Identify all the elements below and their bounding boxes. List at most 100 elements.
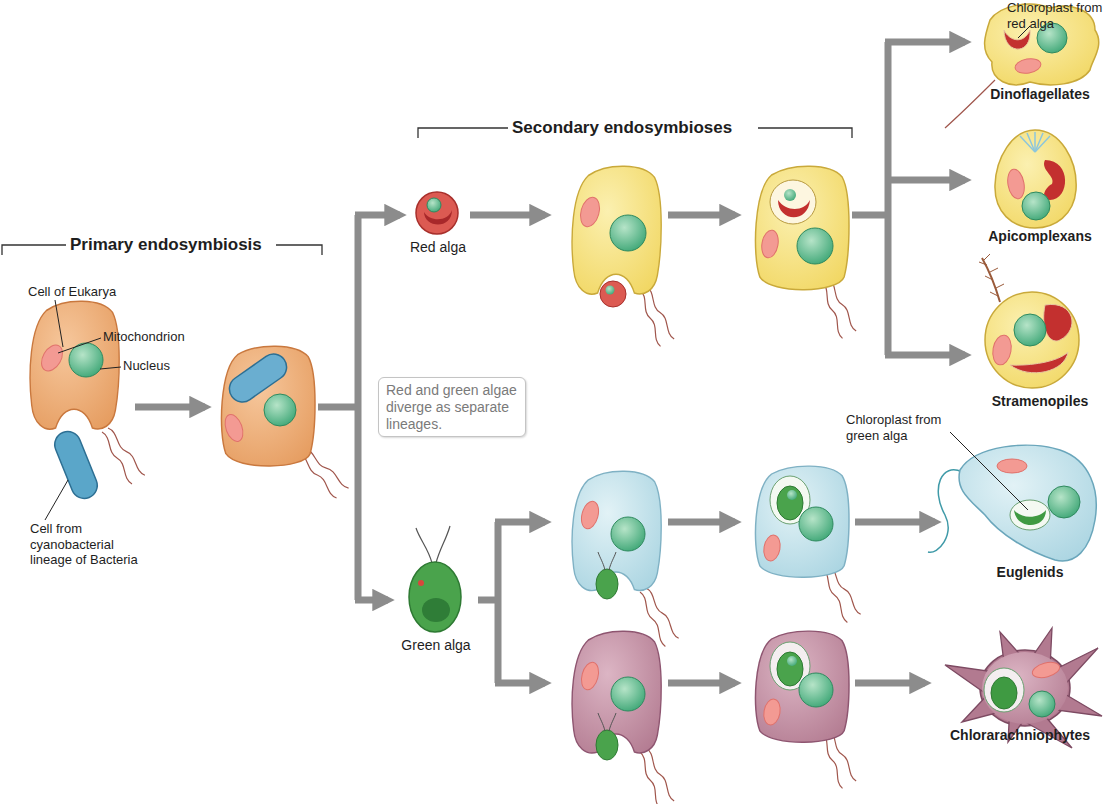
chlorarachniophyte-cell — [1029, 691, 1055, 717]
chlorarachniophyte-cell — [984, 668, 1024, 712]
chlorarachniophyte-cell — [980, 650, 1070, 726]
section-bracket — [758, 128, 852, 138]
callout-label: Chloroplast from green alga — [846, 412, 956, 443]
host-cell — [777, 486, 803, 520]
apicomplexan-cell — [1027, 133, 1035, 152]
host-cell — [799, 507, 833, 541]
dinoflagellate-cell — [1014, 57, 1042, 75]
flow-arrow — [855, 519, 935, 526]
host-cell — [638, 289, 662, 347]
apicomplexan-cell — [1035, 136, 1050, 152]
apicomplexan-cell — [1044, 160, 1065, 200]
euglenid-cell — [1010, 500, 1050, 530]
red-alga-cell — [416, 192, 458, 234]
stramenopile-cell — [979, 254, 1079, 388]
host-cell — [598, 713, 616, 731]
green-alga-cell — [409, 562, 461, 632]
eukaryote-cell — [69, 343, 103, 377]
green-alga-cell — [418, 580, 424, 586]
section-heading: Primary endosymbiosis — [70, 235, 262, 255]
host-cell — [577, 195, 602, 229]
host-cell — [579, 660, 602, 691]
stramenopile-cell — [1010, 352, 1068, 373]
leader-line — [100, 367, 121, 369]
host-cell — [598, 552, 616, 570]
euglenid-cell — [928, 470, 962, 552]
host-cell — [572, 166, 661, 294]
flow-arrow — [668, 680, 735, 687]
host-cell — [572, 471, 680, 647]
flow-arrow — [495, 522, 502, 683]
flow-arrow — [355, 597, 388, 604]
host-cell — [644, 747, 675, 802]
chlorarachniophyte-cell — [982, 652, 1068, 724]
organism-name: Chlorarachniophytes — [950, 727, 1090, 744]
flow-arrow — [495, 519, 545, 526]
host-cell — [596, 730, 618, 760]
host-cell — [755, 631, 857, 789]
organism-node: Chlorarachniophytes — [930, 620, 1110, 744]
host-cell — [572, 471, 661, 590]
host-cell — [799, 673, 833, 707]
flow-arrow — [885, 42, 892, 355]
host-cell — [600, 281, 626, 307]
note-text: Red and green algae diverge as separate … — [386, 382, 518, 432]
flow-arrow — [885, 39, 965, 46]
flow-arrow — [355, 215, 362, 600]
stramenopile-cell — [984, 254, 990, 260]
host-cell — [579, 499, 602, 530]
eukaryote-cell — [37, 341, 67, 374]
chlorarachniophyte-cell — [991, 677, 1017, 709]
leader-line — [58, 338, 101, 353]
eukaryote-cell — [221, 346, 349, 499]
euglenid-cell — [1048, 486, 1080, 518]
stramenopile-cell — [991, 334, 1014, 367]
section-bracket — [418, 128, 508, 138]
stramenopile-cell — [1044, 304, 1072, 341]
callout-label: Nucleus — [123, 358, 170, 374]
organism-name: Stramenopiles — [992, 393, 1088, 410]
organism-node: Stramenopiles — [970, 250, 1110, 410]
leader-line — [45, 480, 68, 520]
green-alga-cell — [436, 526, 450, 563]
chlorarachniophyte-cell — [945, 628, 1102, 748]
organism-name: Green alga — [401, 637, 470, 654]
organism-node: Dinoflagellates — [970, 0, 1110, 103]
stramenopile-cell — [996, 284, 1004, 288]
chlorarachniophyte-cell — [945, 628, 1102, 748]
organism-name: Apicomplexans — [988, 228, 1091, 245]
leader-line — [45, 26, 1030, 520]
flow-arrow — [852, 212, 888, 219]
euglenid-cell — [959, 445, 1096, 561]
organism-node: Red alga — [398, 190, 478, 256]
flow-arrow — [885, 352, 965, 359]
host-cell — [778, 200, 810, 217]
host-cell — [784, 189, 796, 201]
stramenopile-cell — [985, 276, 993, 280]
flow-arrow — [668, 212, 735, 219]
apicomplexan-cell — [1006, 168, 1027, 200]
host-cell — [572, 631, 661, 753]
stramenopile-cell — [979, 262, 987, 265]
host-cell — [762, 534, 782, 562]
host-cell — [755, 631, 849, 742]
organism-name: Euglenids — [997, 564, 1064, 581]
host-cell — [777, 652, 803, 686]
host-cell — [797, 228, 833, 264]
green-alga-cell — [409, 526, 461, 632]
host-cell — [755, 166, 857, 339]
eukaryote-cell — [30, 301, 119, 429]
euglenid-cell — [1014, 510, 1046, 525]
host-cell — [760, 229, 781, 259]
host-cell — [644, 285, 675, 340]
flow-arrow — [355, 212, 400, 219]
host-cell — [755, 466, 862, 623]
flow-arrow — [135, 42, 965, 683]
host-cell — [572, 631, 676, 804]
red-alga-cell — [416, 192, 458, 234]
organism-node: Green alga — [392, 520, 480, 654]
callout-label: Chloroplast from red alga — [1007, 0, 1109, 31]
leader-line — [55, 300, 63, 347]
eukaryote-cell — [222, 412, 247, 444]
